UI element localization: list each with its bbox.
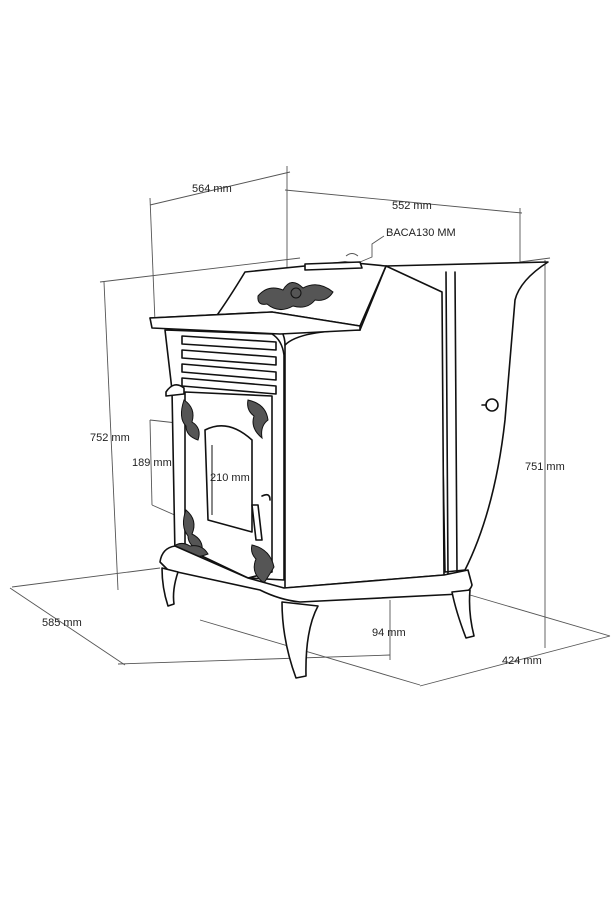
leg-front-left bbox=[161, 567, 179, 607]
label-depth-top: 564 mm bbox=[192, 183, 232, 195]
label-width-bottom: 424 mm bbox=[502, 655, 542, 667]
leg-back-right bbox=[451, 589, 475, 639]
stove bbox=[149, 261, 549, 679]
label-height-right: 751 mm bbox=[525, 461, 565, 473]
side-panel bbox=[385, 261, 549, 573]
leg-front-right bbox=[281, 601, 319, 679]
door-handle bbox=[251, 504, 263, 541]
label-width-top: 552 mm bbox=[392, 200, 432, 212]
louvers bbox=[181, 335, 277, 395]
door-window bbox=[204, 424, 253, 533]
label-height-left: 752 mm bbox=[90, 432, 130, 444]
label-door-height: 189 mm bbox=[132, 457, 172, 469]
label-depth-bottom: 585 mm bbox=[42, 617, 82, 629]
door-latch bbox=[165, 384, 185, 397]
label-door-width: 210 mm bbox=[210, 472, 250, 484]
flue-collar bbox=[304, 261, 363, 271]
label-flue: BACA130 MM bbox=[386, 227, 456, 239]
top-ornament bbox=[257, 282, 334, 310]
dimension-labels: 564 mm 552 mm BACA130 MM 752 mm 751 mm 1… bbox=[42, 183, 565, 667]
label-leg-height: 94 mm bbox=[372, 627, 406, 639]
